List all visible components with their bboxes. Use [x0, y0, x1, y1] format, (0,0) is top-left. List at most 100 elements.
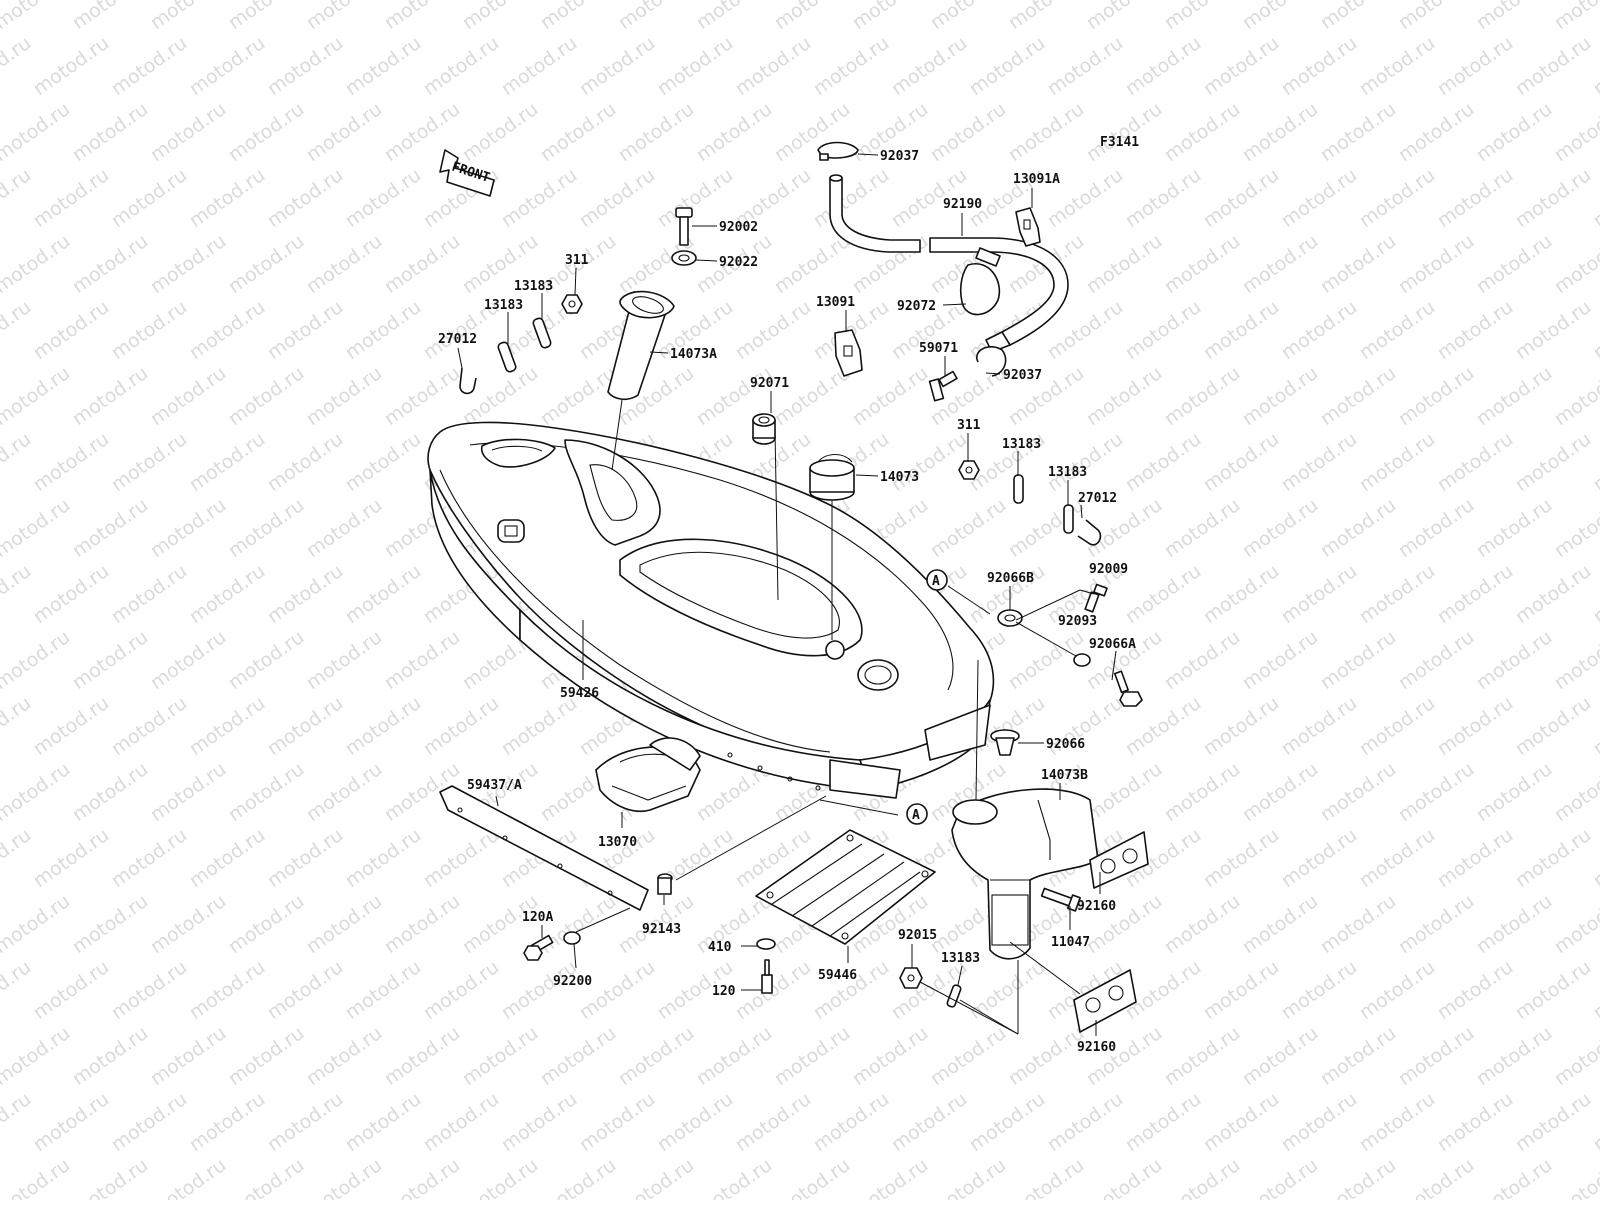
watermark-text: motod.ru [1238, 362, 1322, 430]
watermark-text: motod.ru [1160, 0, 1244, 34]
watermark-text: motod.ru [692, 1154, 776, 1200]
watermark-text: motod.ru [1160, 1154, 1244, 1200]
watermark-text: motod.ru [1511, 560, 1595, 628]
watermark-text: motod.ru [302, 626, 386, 694]
watermark-text: motod.ru [68, 98, 152, 166]
watermark-text: motod.ru [185, 956, 269, 1024]
watermark-text: motod.ru [1511, 824, 1595, 892]
watermark-text: motod.ru [1550, 626, 1600, 694]
plate-13183-right-a-shape [1013, 474, 1024, 504]
watermark-text: motod.ru [1316, 758, 1400, 826]
watermark-text: motod.ru [770, 1154, 854, 1200]
watermark-text: motod.ru [1355, 296, 1439, 364]
watermark-text: motod.ru [614, 1022, 698, 1090]
label-14073B: 14073B [1041, 768, 1088, 783]
watermark-text: motod.ru [1238, 626, 1322, 694]
watermark-text: motod.ru [1277, 32, 1361, 100]
watermark-text: motod.ru [263, 1088, 347, 1156]
watermark-text: motod.ru [458, 0, 542, 34]
watermark-text: motod.ru [1589, 428, 1600, 496]
filler-tube-14073A-shape [607, 290, 675, 401]
watermark-text: motod.ru [341, 692, 425, 760]
label-13091: 13091 [816, 295, 855, 310]
gasket-92160-top-shape [1089, 831, 1149, 889]
watermark-text: motod.ru [341, 824, 425, 892]
watermark-text: motod.ru [263, 296, 347, 364]
watermark-text: motod.ru [29, 692, 113, 760]
pin-92143-shape [657, 873, 673, 895]
watermark-text: motod.ru [107, 560, 191, 628]
watermark-text: motod.ru [1433, 824, 1517, 892]
leader-lines [457, 153, 1117, 1036]
watermark-text: motod.ru [0, 890, 74, 958]
label-92160-top: 92160 [1077, 899, 1116, 914]
watermark-text: motod.ru [770, 230, 854, 298]
watermark-text: motod.ru [107, 296, 191, 364]
clip-13091A-shape [1015, 207, 1041, 247]
watermark-text: motod.ru [1316, 626, 1400, 694]
watermark-text: motod.ru [1238, 758, 1322, 826]
watermark-text: motod.ru [497, 164, 581, 232]
watermark-text: motod.ru [770, 0, 854, 34]
label-92071: 92071 [750, 376, 789, 391]
label-92160-bottom: 92160 [1077, 1040, 1116, 1055]
watermark-text: motod.ru [302, 758, 386, 826]
watermark-text: motod.ru [1511, 1088, 1595, 1156]
watermark-text: motod.ru [68, 890, 152, 958]
watermark-text: motod.ru [224, 1022, 308, 1090]
watermark-text: motod.ru [1433, 956, 1517, 1024]
label-14073: 14073 [880, 470, 919, 485]
watermark-text: motod.ru [1199, 32, 1283, 100]
watermark-text: motod.ru [0, 296, 35, 364]
watermark-text: motod.ru [1160, 890, 1244, 958]
hull-59426-shape [427, 421, 995, 799]
watermark-text: motod.ru [0, 1088, 35, 1156]
watermark-text: motod.ru [146, 890, 230, 958]
watermark-text: motod.ru [1238, 98, 1322, 166]
watermark-text: motod.ru [1550, 494, 1600, 562]
watermark-text: motod.ru [1082, 758, 1166, 826]
watermark-text: motod.ru [224, 98, 308, 166]
watermark-text: motod.ru [107, 32, 191, 100]
watermark-text: motod.ru [341, 32, 425, 100]
watermark-text: motod.ru [1277, 296, 1361, 364]
watermark-text: motod.ru [380, 0, 464, 34]
watermark-text: motod.ru [29, 32, 113, 100]
washer-92093-shape [1073, 653, 1091, 667]
watermark-text: motod.ru [107, 692, 191, 760]
watermark-text: motod.ru [1160, 1022, 1244, 1090]
watermark-text: motod.ru [302, 494, 386, 562]
watermark-text: motod.ru [1589, 32, 1600, 100]
watermark-text: motod.ru [887, 32, 971, 100]
watermark-text: motod.ru [809, 32, 893, 100]
label-14073A: 14073A [670, 347, 717, 362]
watermark-text: motod.ru [653, 1088, 737, 1156]
watermark-text: motod.ru [107, 428, 191, 496]
watermark-text: motod.ru [926, 494, 1010, 562]
watermark-text: motod.ru [302, 230, 386, 298]
watermark-text: motod.ru [107, 824, 191, 892]
watermark-text: motod.ru [575, 956, 659, 1024]
svg-text:A: A [912, 808, 920, 823]
watermark-text: motod.ru [146, 626, 230, 694]
watermark-text: motod.ru [224, 230, 308, 298]
watermark-text: motod.ru [1316, 1022, 1400, 1090]
watermark-text: motod.ru [1511, 956, 1595, 1024]
watermark-text: motod.ru [1043, 1088, 1127, 1156]
label-92143: 92143 [642, 922, 681, 937]
watermark-text: motod.ru [341, 956, 425, 1024]
label-92009: 92009 [1089, 562, 1128, 577]
watermark-text: motod.ru [0, 1154, 74, 1200]
watermark-text: motod.ru [1355, 692, 1439, 760]
watermark-text: motod.ru [1472, 1154, 1556, 1200]
label-59071: 59071 [919, 341, 958, 356]
watermark-text: motod.ru [0, 494, 74, 562]
watermark-text: motod.ru [1355, 428, 1439, 496]
watermark-text: motod.ru [536, 362, 620, 430]
watermark-text: motod.ru [1472, 1022, 1556, 1090]
watermark-text: motod.ru [68, 362, 152, 430]
grate-59446-shape [755, 829, 936, 945]
watermark-text: motod.ru [1082, 362, 1166, 430]
label-311-left: 311 [565, 253, 589, 268]
watermark-text: motod.ru [1121, 428, 1205, 496]
